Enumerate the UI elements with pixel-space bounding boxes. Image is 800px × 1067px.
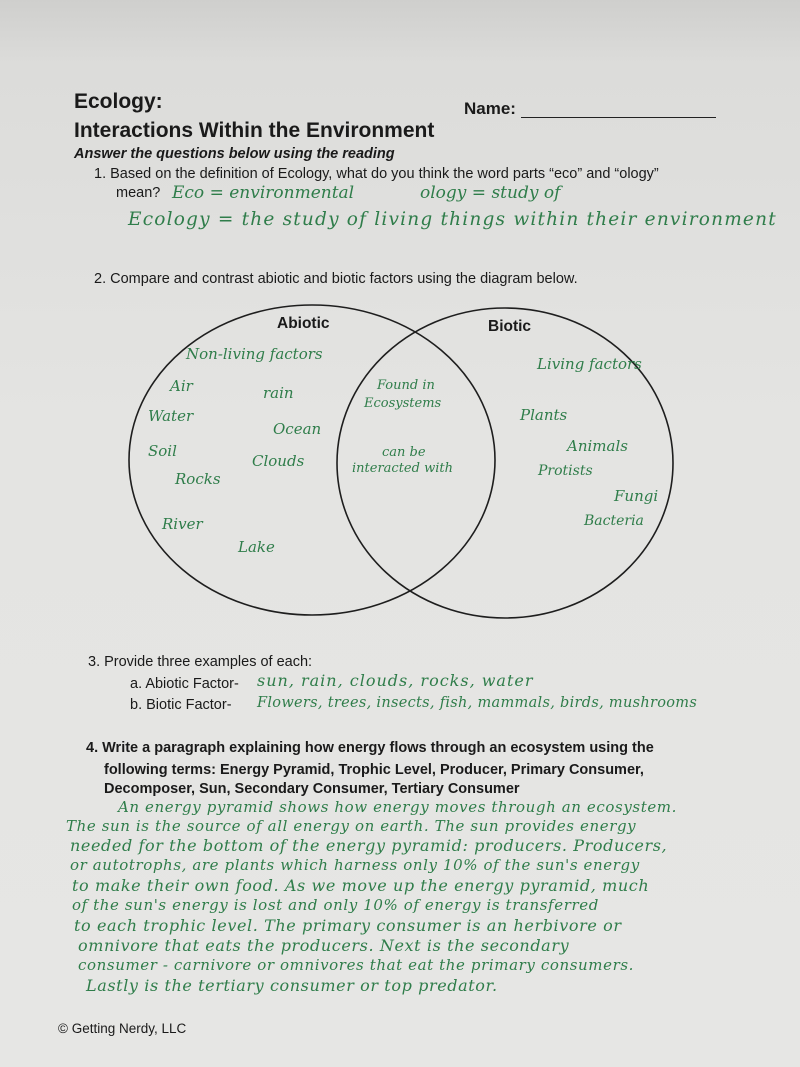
venn-abiotic-item: Clouds	[252, 452, 305, 470]
title-line-2: Interactions Within the Environment	[74, 119, 435, 142]
venn-abiotic-item: Ocean	[273, 420, 322, 438]
q4-answer-line: consumer - carnivore or omnivores that e…	[78, 956, 635, 974]
q1-answer-ology: ology = study of	[420, 183, 561, 203]
venn-abiotic-item: River	[162, 515, 203, 533]
venn-abiotic-item: Water	[148, 407, 194, 425]
q4-answer-line: An energy pyramid shows how energy moves…	[118, 798, 677, 816]
venn-abiotic-item: Rocks	[175, 470, 221, 488]
venn-biotic-item: Fungi	[614, 487, 659, 505]
venn-abiotic-item: Lake	[238, 538, 275, 556]
q4-answer-line: The sun is the source of all energy on e…	[66, 817, 637, 835]
venn-biotic-item: Protists	[538, 463, 593, 479]
title-line-1: Ecology:	[74, 90, 163, 113]
venn-label-abiotic: Abiotic	[277, 315, 330, 332]
q4-prompt-line-3: Decomposer, Sun, Secondary Consumer, Ter…	[104, 781, 520, 797]
venn-biotic-item: Bacteria	[584, 513, 644, 529]
q4-answer-line: Lastly is the tertiary consumer or top p…	[86, 976, 498, 995]
q4-answer-line: or autotrophs, are plants which harness …	[70, 856, 640, 874]
venn-abiotic-circle	[128, 304, 496, 616]
venn-biotic-item: Living factors	[537, 355, 642, 373]
q1-prompt-line-1: 1. Based on the definition of Ecology, w…	[94, 166, 659, 182]
q3-b-label: b. Biotic Factor-	[130, 697, 232, 713]
venn-abiotic-item: rain	[263, 384, 294, 402]
q3-a-answer: sun, rain, clouds, rocks, water	[257, 671, 534, 690]
q4-prompt-line-2: following terms: Energy Pyramid, Trophic…	[104, 762, 644, 778]
venn-abiotic-item: Non-living factors	[186, 345, 323, 363]
q4-answer-line: of the sun's energy is lost and only 10%…	[72, 896, 599, 914]
venn-label-biotic: Biotic	[488, 318, 532, 335]
venn-biotic-item: Plants	[520, 406, 568, 424]
venn-shared-item: Found in	[377, 378, 435, 393]
venn-shared-item: Ecosystems	[364, 396, 442, 411]
venn-shared-item: can be	[382, 445, 426, 460]
q4-prompt-line-1: 4. Write a paragraph explaining how ener…	[86, 740, 654, 756]
q3-prompt: 3. Provide three examples of each:	[88, 654, 313, 670]
q1-answer-eco: Eco = environmental	[172, 183, 355, 203]
name-field-line[interactable]	[521, 117, 716, 118]
q3-b-answer: Flowers, trees, insects, fish, mammals, …	[257, 695, 698, 711]
q2-prompt: 2. Compare and contrast abiotic and biot…	[94, 271, 578, 287]
q1-answer-ecology: Ecology = the study of living things wit…	[128, 209, 777, 230]
venn-biotic-item: Animals	[567, 437, 628, 455]
venn-biotic-circle	[336, 307, 674, 619]
venn-shared-item: interacted with	[352, 461, 453, 476]
q3-a-label: a. Abiotic Factor-	[130, 676, 239, 692]
q4-answer-line: to each trophic level. The primary consu…	[74, 916, 622, 935]
q4-answer-line: needed for the bottom of the energy pyra…	[70, 836, 668, 855]
copyright-footer: © Getting Nerdy, LLC	[58, 1021, 187, 1036]
venn-abiotic-item: Air	[170, 377, 193, 395]
q1-prompt-line-2: mean?	[116, 185, 161, 201]
venn-abiotic-item: Soil	[148, 442, 177, 460]
instructions: Answer the questions below using the rea…	[74, 146, 395, 162]
q4-answer-line: to make their own food. As we move up th…	[72, 876, 650, 895]
q4-answer-line: omnivore that eats the producers. Next i…	[78, 936, 570, 955]
name-label: Name:	[464, 99, 516, 118]
